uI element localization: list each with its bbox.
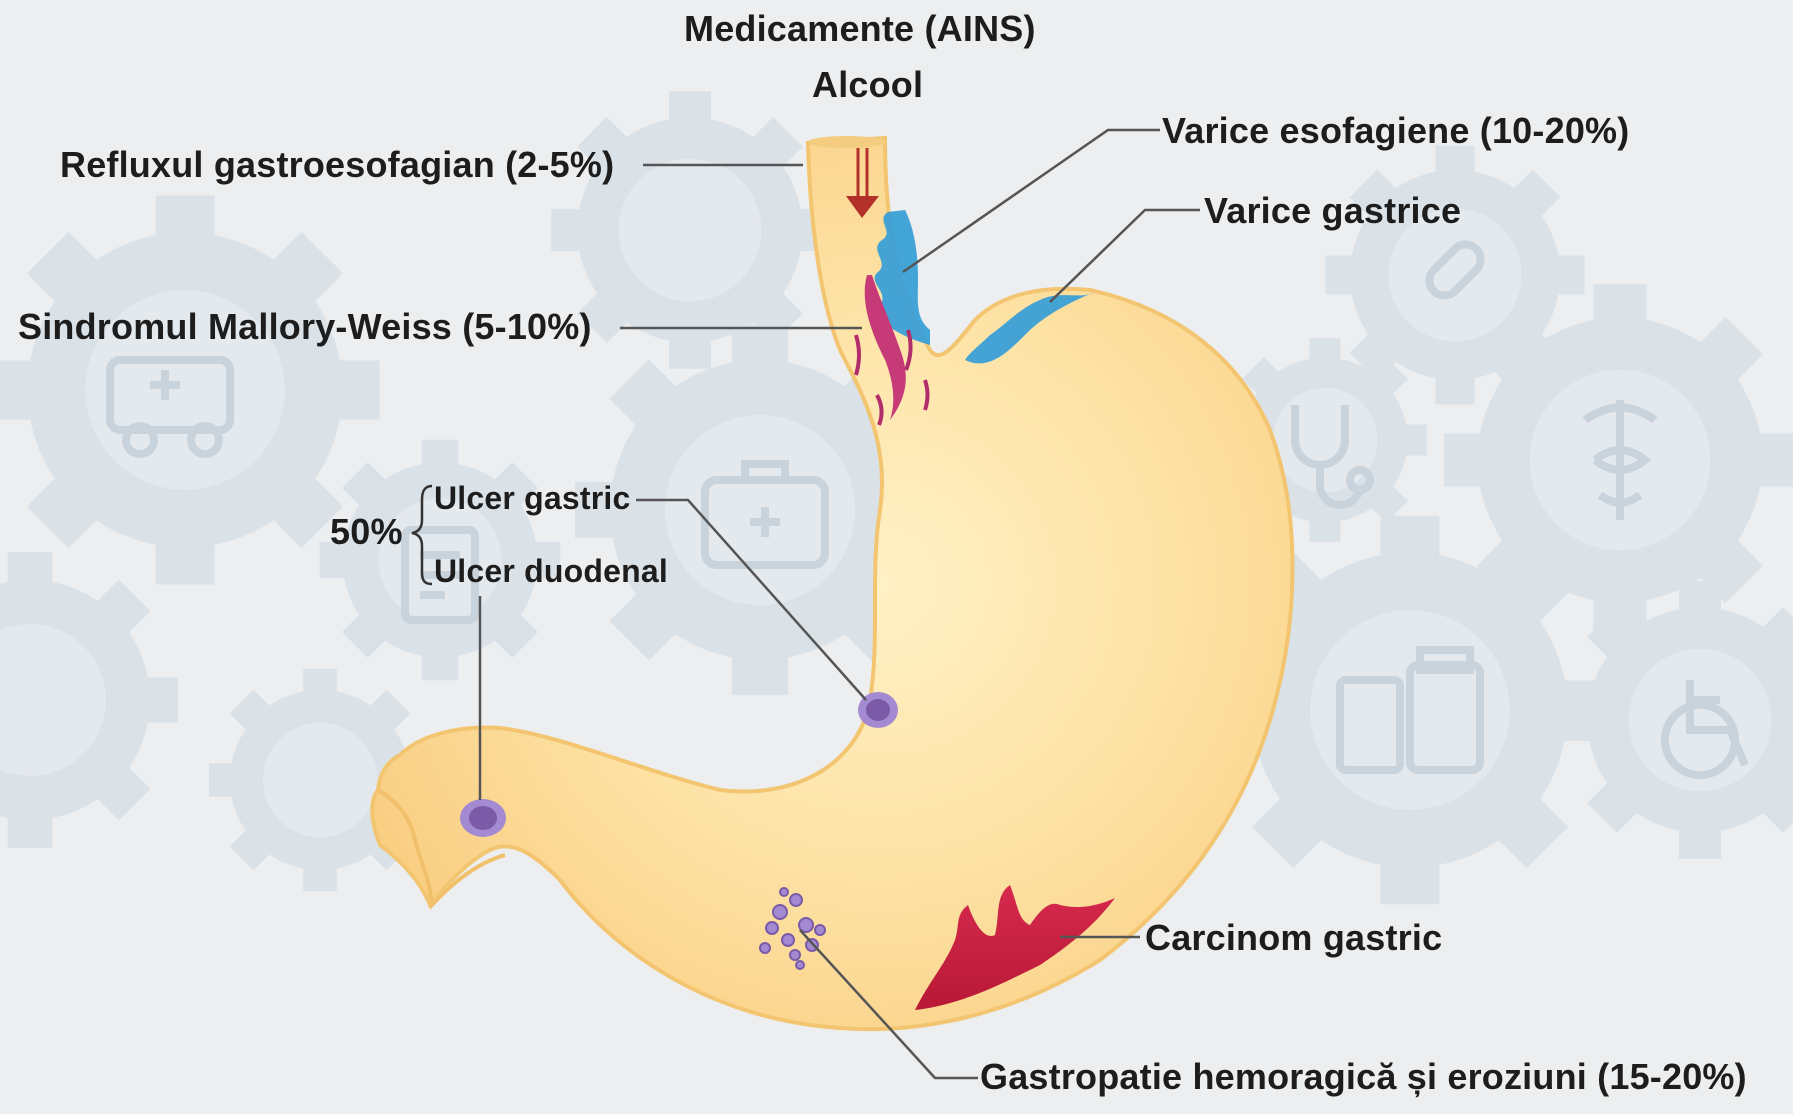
label-ulcer-duodenal: Ulcer duodenal (434, 553, 668, 590)
duodenal-ulcer (460, 799, 506, 837)
label-varice-gastrice: Varice gastrice (1204, 190, 1461, 232)
label-mallory-weiss: Sindromul Mallory-Weiss (5-10%) (18, 306, 592, 348)
label-varice-esofagiene: Varice esofagiene (10-20%) (1162, 110, 1629, 152)
gear-icon (0, 196, 379, 585)
label-50-percent: 50% (330, 511, 403, 553)
esophagus-opening (808, 136, 886, 148)
label-gastropatie: Gastropatie hemoragică și eroziuni (15-2… (980, 1056, 1747, 1098)
label-carcinom: Carcinom gastric (1145, 917, 1442, 959)
label-medicamente: Medicamente (AINS) (684, 8, 1036, 50)
label-alcool: Alcool (812, 64, 923, 106)
label-reflux: Refluxul gastroesofagian (2-5%) (60, 144, 614, 186)
label-ulcer-gastric: Ulcer gastric (434, 480, 630, 517)
